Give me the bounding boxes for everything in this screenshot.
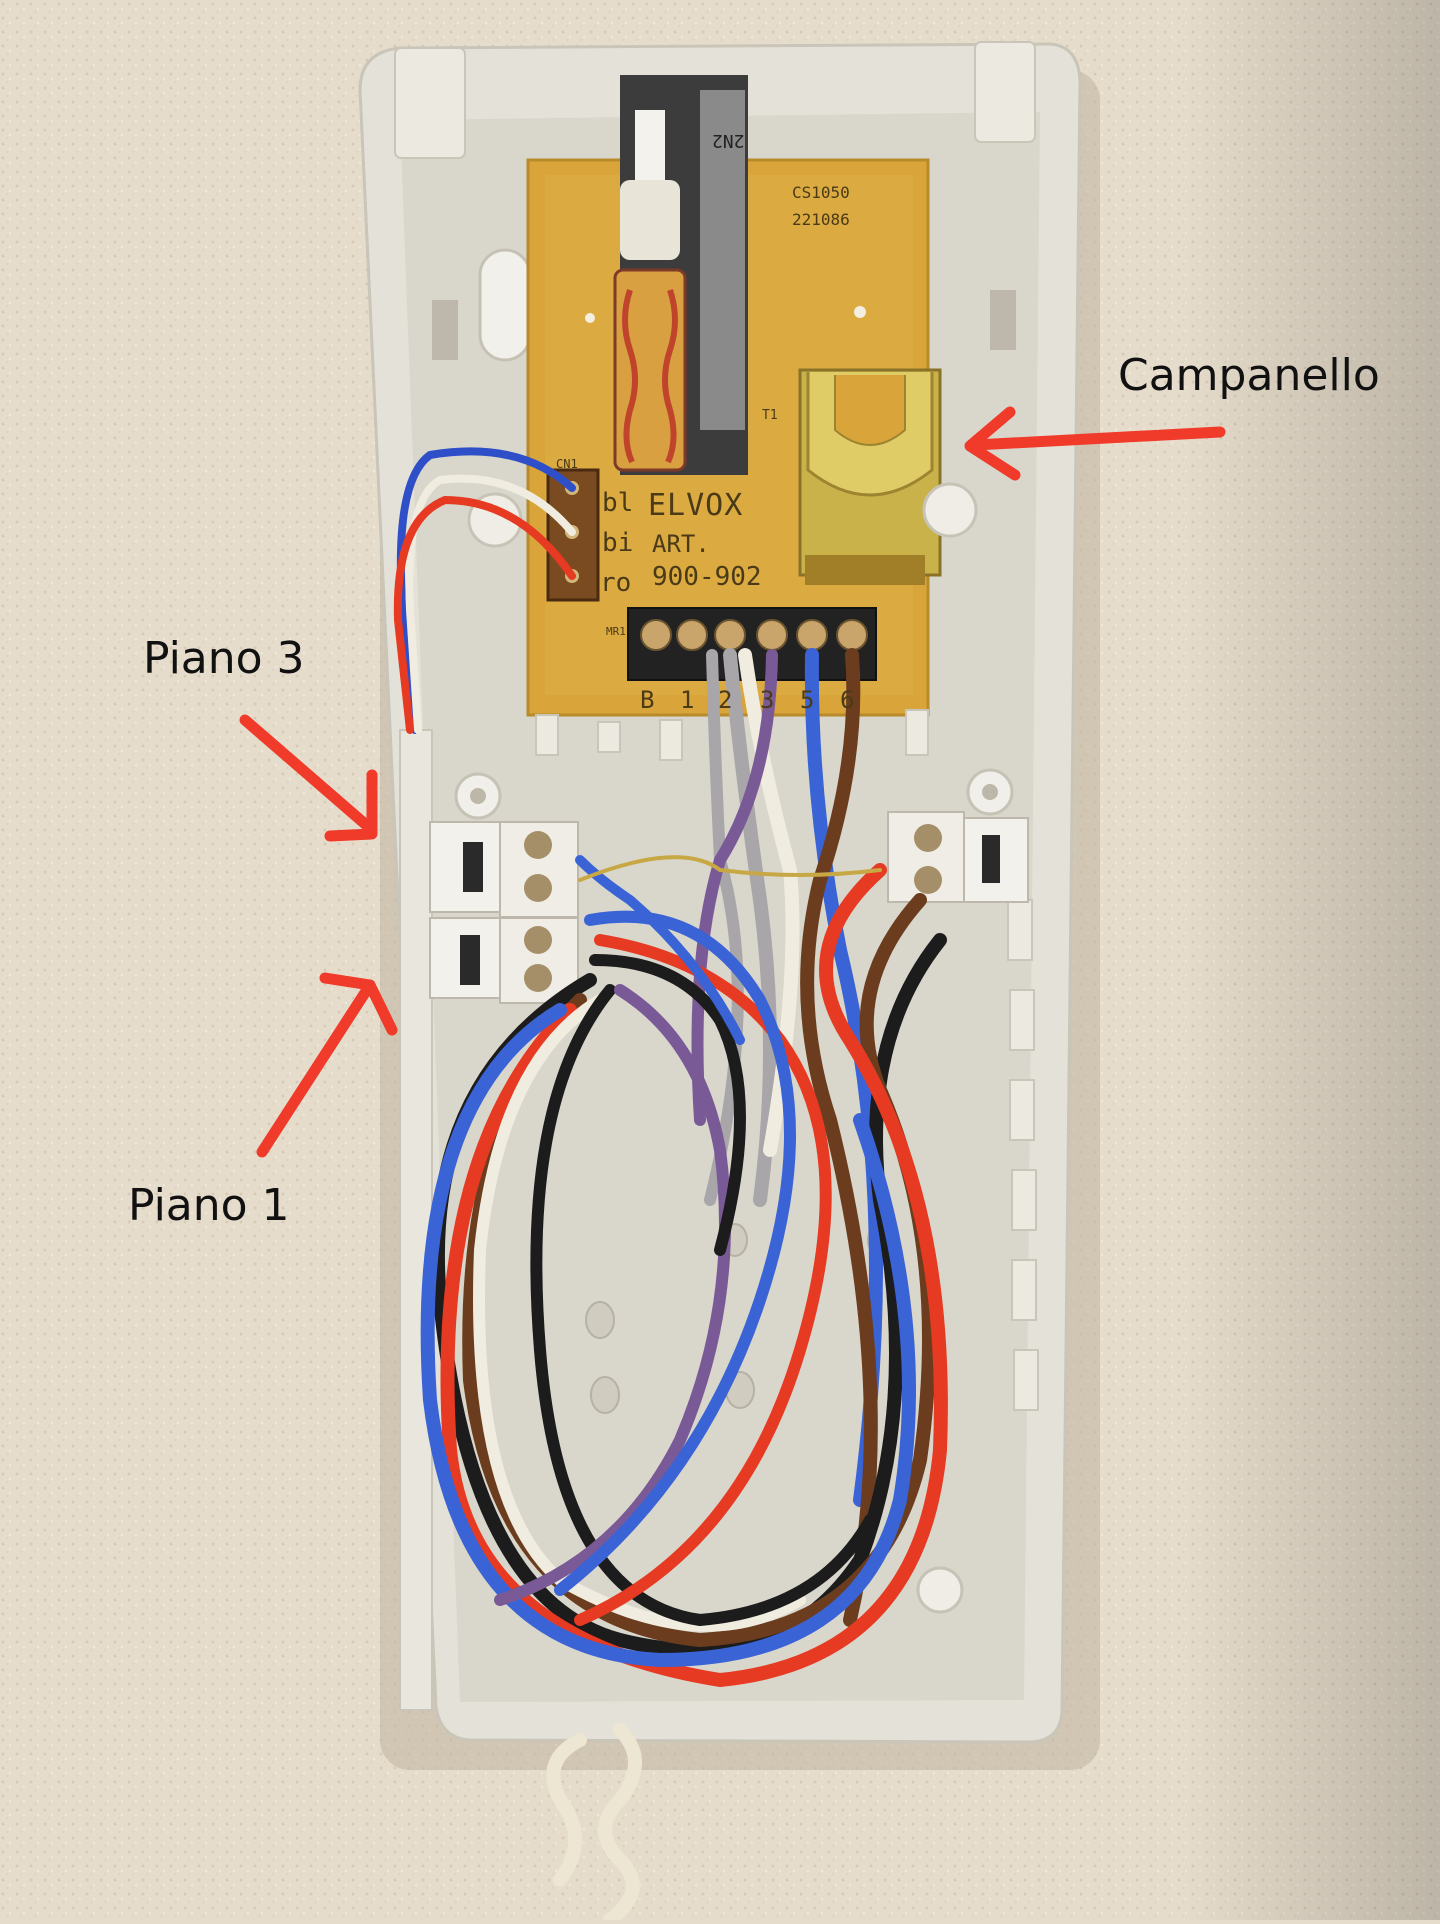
floor-terminal-piano-1	[429, 917, 579, 1004]
right-terminal	[887, 811, 1029, 903]
pcb-transformer-label: T1	[762, 408, 778, 423]
arrow-piano-3	[239, 714, 378, 836]
handset-cord	[546, 1723, 642, 1924]
arrow-piano-1	[256, 979, 376, 1158]
pcb-model: 900-902	[652, 562, 762, 592]
component-mark: 2N2	[712, 130, 745, 151]
label-piano-3: Piano 3	[143, 633, 305, 684]
floor-terminal-piano-3	[429, 821, 579, 918]
pcb-art: ART.	[652, 530, 710, 558]
label-campanello: Campanello	[1118, 350, 1380, 401]
cn1-wires	[393, 447, 576, 734]
pcb-connector-label: CN1	[556, 457, 578, 471]
terminal-label: B	[640, 686, 655, 714]
label-piano-1: Piano 1	[128, 1180, 290, 1231]
pin-label-ro: ro	[600, 568, 632, 598]
annotation-arrows	[239, 406, 1226, 1158]
pcb-code-1: CS1050	[792, 183, 850, 202]
terminal-label: 1	[680, 686, 695, 714]
terminal-label: 5	[800, 686, 815, 714]
wire-bundle	[420, 855, 948, 1688]
terminal-label: 6	[840, 686, 855, 714]
buzzer-transformer	[798, 368, 942, 585]
pcb-terminal-block-label: MR1	[606, 625, 626, 638]
pcb-code-2: 221086	[792, 210, 850, 229]
terminal-label: 3	[760, 686, 775, 714]
arrow-campanello	[969, 426, 1226, 451]
pin-label-bi: bi	[602, 528, 634, 558]
terminal-label: 2	[718, 686, 733, 714]
pin-label-bl: bl	[602, 488, 634, 518]
pcb-brand: ELVOX	[648, 488, 744, 523]
